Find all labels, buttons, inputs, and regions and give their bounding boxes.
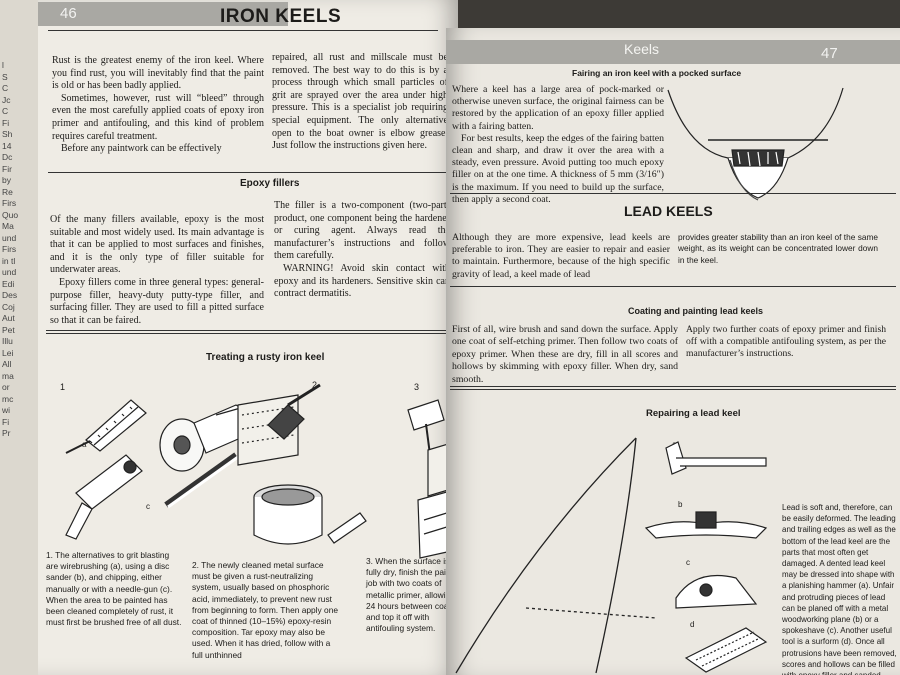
intro-paragraph: Rust is the greatest enemy of the iron k… [52, 55, 264, 92]
repair-caption: Lead is soft and, therefore, can be easi… [782, 503, 897, 675]
lead-column-left: Although they are more expensive, lead k… [452, 232, 670, 280]
background-page-fragment: Fir [2, 163, 12, 174]
fairing-text: Where a keel has a large area of pock-ma… [452, 84, 664, 206]
lead-keel-outline-illustration [455, 437, 657, 674]
epoxy-column-right: The filler is a two-component (two-part)… [274, 200, 450, 301]
background-page-fragment: Aut [2, 313, 15, 323]
intro-column-right: repaired, all rust and millscale must be… [272, 52, 448, 153]
background-page-fragment: C [2, 106, 9, 116]
repair-heading: Repairing a lead keel [646, 408, 741, 419]
background-page-fragment: by [2, 175, 11, 185]
fairing-paragraph: Where a keel has a large area of pock-ma… [452, 84, 664, 132]
repair-tools-illustration [644, 441, 768, 673]
intro-paragraph: Before any paintwork can be effectively [61, 143, 222, 155]
figure-title: Treating a rusty iron keel [206, 352, 325, 363]
step-number-1: 1 [60, 382, 66, 392]
background-page-fragment: All [2, 359, 12, 369]
coating-column-right: Apply two further coats of epoxy primer … [686, 324, 886, 360]
background-page-fragment: C [2, 83, 9, 93]
left-page: 46 IRON KEELS Rust is the greatest enemy… [38, 0, 458, 675]
coating-heading: Coating and painting lead keels [628, 306, 764, 316]
epoxy-paragraph: Of the many fillers available, epoxy is … [50, 214, 264, 276]
background-page-fragment: Illu [2, 336, 13, 346]
fairing-batten-illustration [667, 87, 844, 201]
step-number-3: 3 [414, 382, 420, 392]
page-title: IRON KEELS [220, 6, 342, 27]
epoxy-column-left: Of the many fillers available, epoxy is … [50, 214, 264, 327]
background-page-fragment: Pr [2, 428, 11, 438]
tool-letter-c: c [146, 502, 150, 511]
intro-paragraph: Sometimes, however, rust will “bleed” th… [52, 92, 264, 142]
background-page-fragment: Des [2, 290, 18, 300]
background-page-fragment: Pet [2, 324, 15, 335]
background-page-fragment: Re [2, 186, 13, 197]
primer-can-illustration [237, 383, 367, 545]
background-page-fragment: Edi [2, 278, 15, 289]
header-bar [446, 40, 900, 64]
background-page-fragment: Jc [2, 94, 11, 105]
background-page-fragment: Ma [2, 221, 14, 231]
background-page-fragment: S [2, 71, 8, 82]
lead-keels-title: LEAD KEELS [624, 203, 713, 219]
repair-letter-b: b [678, 500, 683, 509]
page-title: Keels [624, 41, 660, 57]
background-page-fragment: l [2, 60, 4, 70]
background-page-fragment: Fi [2, 416, 10, 427]
right-page: Keels 47 Fairing an iron keel with a poc… [446, 28, 900, 675]
page-number: 47 [821, 45, 838, 62]
section-rule [450, 193, 896, 194]
background-page-fragment: Sh [2, 129, 13, 139]
caption-step-2: 2. The newly cleaned metal surface must … [192, 560, 339, 660]
background-page-fragment: Quo [2, 209, 19, 220]
background-page-fragment: mc [2, 393, 14, 404]
background-page-fragment: Firs [2, 198, 17, 208]
repair-letter-d: d [690, 620, 695, 629]
fairing-paragraph: For best results, keep the edges of the … [452, 132, 664, 205]
epoxy-fillers-heading: Epoxy fillers [240, 178, 300, 189]
coating-column-left: First of all, wire brush and sand down t… [452, 324, 678, 385]
background-page-fragment: Dc [2, 152, 13, 162]
background-page-fragment: Firs [2, 244, 17, 254]
intro-column-left: Rust is the greatest enemy of the iron k… [52, 55, 264, 156]
background-page-fragment: or [2, 382, 10, 392]
background-page-fragment: Coj [2, 301, 15, 312]
header-rule [48, 30, 438, 31]
background-page-fragment: Lei [2, 347, 14, 358]
caption-step-1: 1. The alternatives to grit blasting are… [46, 550, 182, 628]
page-number: 46 [60, 5, 77, 22]
background-page-fragment: wi [2, 405, 11, 415]
epoxy-paragraph: The filler is a two-component (two-part)… [274, 200, 450, 262]
background-page-fragment: in tl [2, 255, 16, 266]
epoxy-paragraph: Epoxy fillers come in three general type… [50, 276, 264, 326]
intro-paragraph: repaired, all rust and millscale must be… [272, 52, 448, 152]
figure-rule [46, 330, 456, 334]
lead-column-right: provides greater stability than an iron … [678, 232, 878, 265]
repair-letter-c: c [686, 558, 690, 567]
rust-removal-tools-illustration [65, 399, 255, 540]
background-page-fragment: 14 [2, 140, 12, 151]
fairing-heading: Fairing an iron keel with a pocked surfa… [572, 68, 742, 78]
section-rule [48, 172, 448, 173]
background-page-fragment: und [2, 267, 17, 277]
background-page-fragment: und [2, 232, 17, 243]
epoxy-paragraph: WARNING! Avoid skin contact with epoxy a… [274, 262, 450, 300]
background-page-fragment: Fi [2, 117, 10, 128]
figure-rule [450, 386, 896, 390]
section-rule-2 [450, 286, 896, 287]
step-number-2: 2 [312, 380, 318, 390]
caption-step-3: 3. When the surface is fully dry, finish… [366, 556, 458, 634]
background-page-fragment: ma [2, 370, 14, 381]
header-bar [38, 2, 288, 26]
